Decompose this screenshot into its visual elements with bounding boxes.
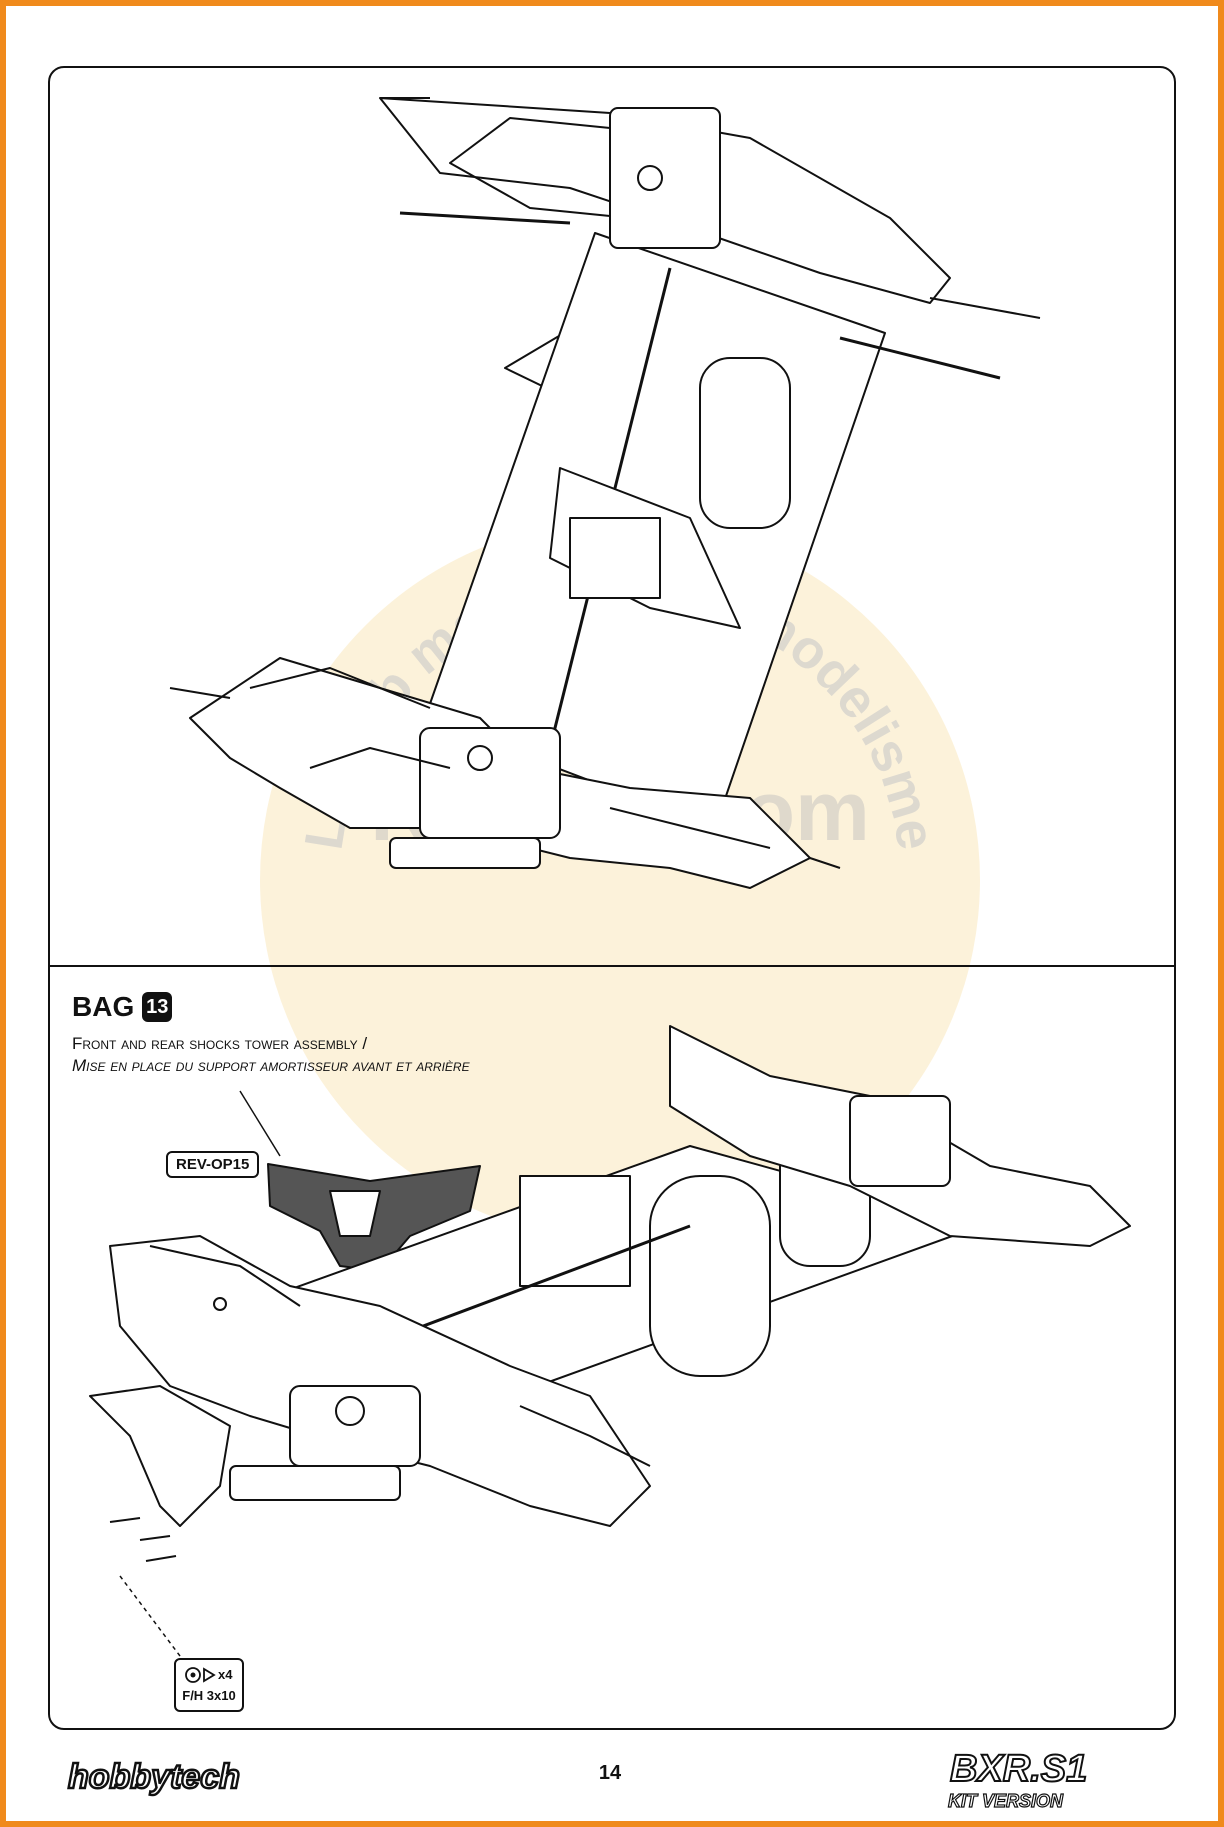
bag-number-badge: 13 bbox=[142, 992, 173, 1022]
part-code-tag: REV-OP15 bbox=[166, 1151, 260, 1178]
step-description: Front and rear shocks tower assembly / M… bbox=[72, 1033, 470, 1077]
screw-callout: x4 F/H 3x10 bbox=[174, 1658, 244, 1712]
brand-logo-text: hobbytech bbox=[68, 1758, 240, 1796]
chassis-illustration-bottom bbox=[89, 1025, 1131, 1657]
instruction-panel: BAG 13 Front and rear shocks tower assem… bbox=[48, 66, 1176, 1730]
bxr-logo: BXR.S1 KIT VERSION bbox=[947, 1747, 1088, 1812]
screw-quantity: x4 bbox=[218, 1667, 233, 1682]
chassis-illustration-top bbox=[169, 97, 1041, 889]
step-title: BAG 13 bbox=[72, 991, 173, 1023]
hobbytech-logo: hobbytech bbox=[67, 1757, 241, 1798]
page-number: 14 bbox=[598, 1762, 622, 1784]
screw-size: F/H 3x10 bbox=[182, 1688, 236, 1703]
screw-icon bbox=[185, 1667, 216, 1683]
section-divider bbox=[50, 965, 1174, 967]
bag-label: BAG bbox=[72, 991, 135, 1022]
step-title-fr: Mise en place du support amortisseur ava… bbox=[72, 1056, 470, 1075]
product-sub-text: KIT VERSION bbox=[948, 1791, 1064, 1811]
product-logo-text: BXR.S1 bbox=[950, 1748, 1087, 1790]
step-title-en: Front and rear shocks tower assembly / bbox=[72, 1034, 368, 1053]
